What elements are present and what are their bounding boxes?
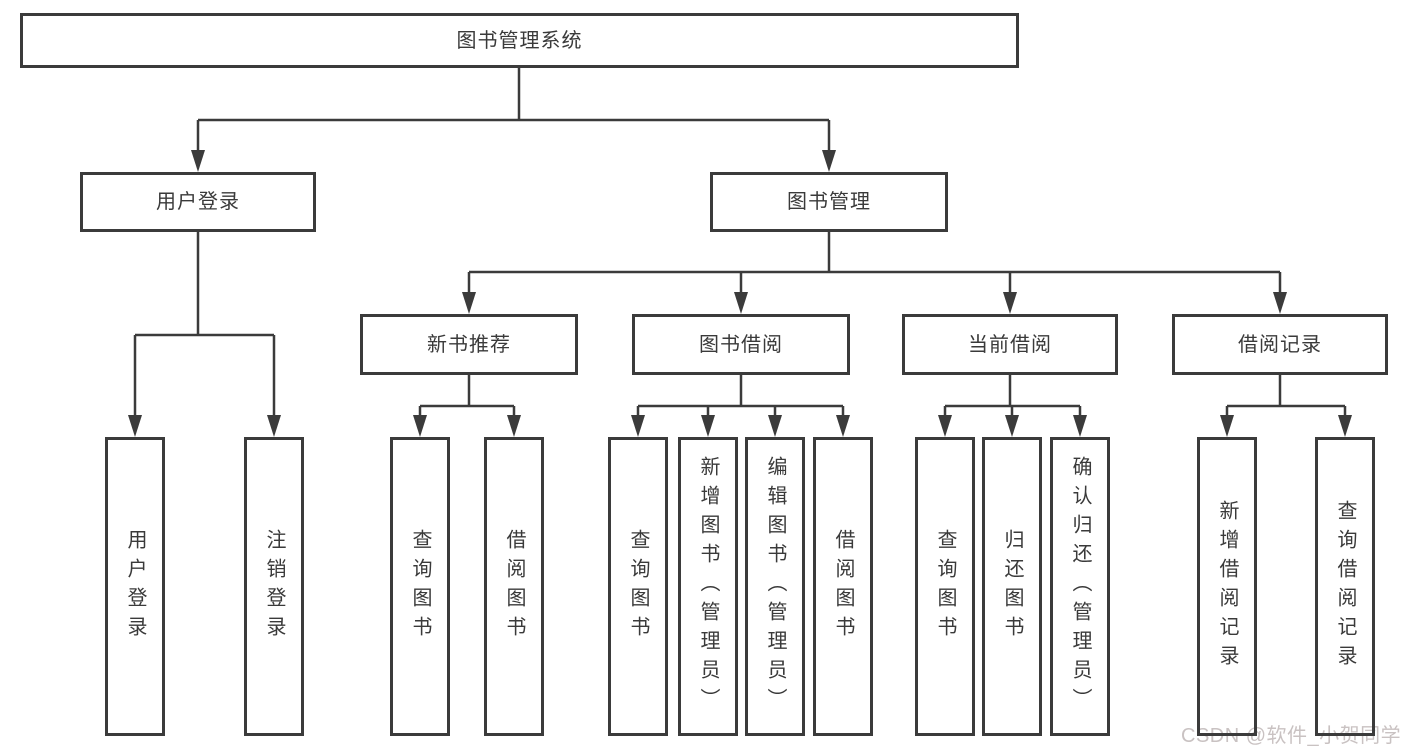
leaf-add-book-admin: 新增图书（管理员） <box>678 437 738 736</box>
leaf-add-borrow-record: 新增借阅记录 <box>1197 437 1257 736</box>
arrowheads <box>128 150 1352 437</box>
leaf-edit-book-admin: 编辑图书（管理员） <box>745 437 805 736</box>
node-book-management: 图书管理 <box>710 172 948 232</box>
arrow-down-icon <box>701 415 715 437</box>
node-book-management-system: 图书管理系统 <box>20 13 1019 68</box>
leaf-borrow-books-recommend: 借阅图书 <box>484 437 544 736</box>
connector-path <box>133 68 1347 416</box>
leaf-query-borrow-record: 查询借阅记录 <box>1315 437 1375 736</box>
node-new-book-recommend: 新书推荐 <box>360 314 578 375</box>
leaf-confirm-return-admin: 确认归还（管理员） <box>1050 437 1110 736</box>
arrow-down-icon <box>462 292 476 314</box>
arrow-down-icon <box>1273 292 1287 314</box>
arrow-down-icon <box>836 415 850 437</box>
arrow-down-icon <box>267 415 281 437</box>
arrow-down-icon <box>631 415 645 437</box>
leaf-query-books-recommend: 查询图书 <box>390 437 450 736</box>
leaf-query-books-current: 查询图书 <box>915 437 975 736</box>
node-current-borrowing: 当前借阅 <box>902 314 1118 375</box>
arrow-down-icon <box>1005 415 1019 437</box>
arrow-down-icon <box>191 150 205 172</box>
watermark: CSDN @软件_小贺同学 <box>1181 725 1402 747</box>
arrow-down-icon <box>128 415 142 437</box>
leaf-logout: 注销登录 <box>244 437 304 736</box>
arrow-down-icon <box>768 415 782 437</box>
arrow-down-icon <box>938 415 952 437</box>
arrow-down-icon <box>507 415 521 437</box>
arrow-down-icon <box>1003 292 1017 314</box>
leaf-user-login: 用户登录 <box>105 437 165 736</box>
arrow-down-icon <box>1338 415 1352 437</box>
arrow-down-icon <box>413 415 427 437</box>
arrow-down-icon <box>1220 415 1234 437</box>
leaf-return-book: 归还图书 <box>982 437 1042 736</box>
leaf-borrow-books-borrowing: 借阅图书 <box>813 437 873 736</box>
arrow-down-icon <box>822 150 836 172</box>
node-user-login: 用户登录 <box>80 172 316 232</box>
leaf-query-books-borrowing: 查询图书 <box>608 437 668 736</box>
arrow-down-icon <box>734 292 748 314</box>
node-book-borrowing: 图书借阅 <box>632 314 850 375</box>
arrow-down-icon <box>1073 415 1087 437</box>
node-borrowing-records: 借阅记录 <box>1172 314 1388 375</box>
